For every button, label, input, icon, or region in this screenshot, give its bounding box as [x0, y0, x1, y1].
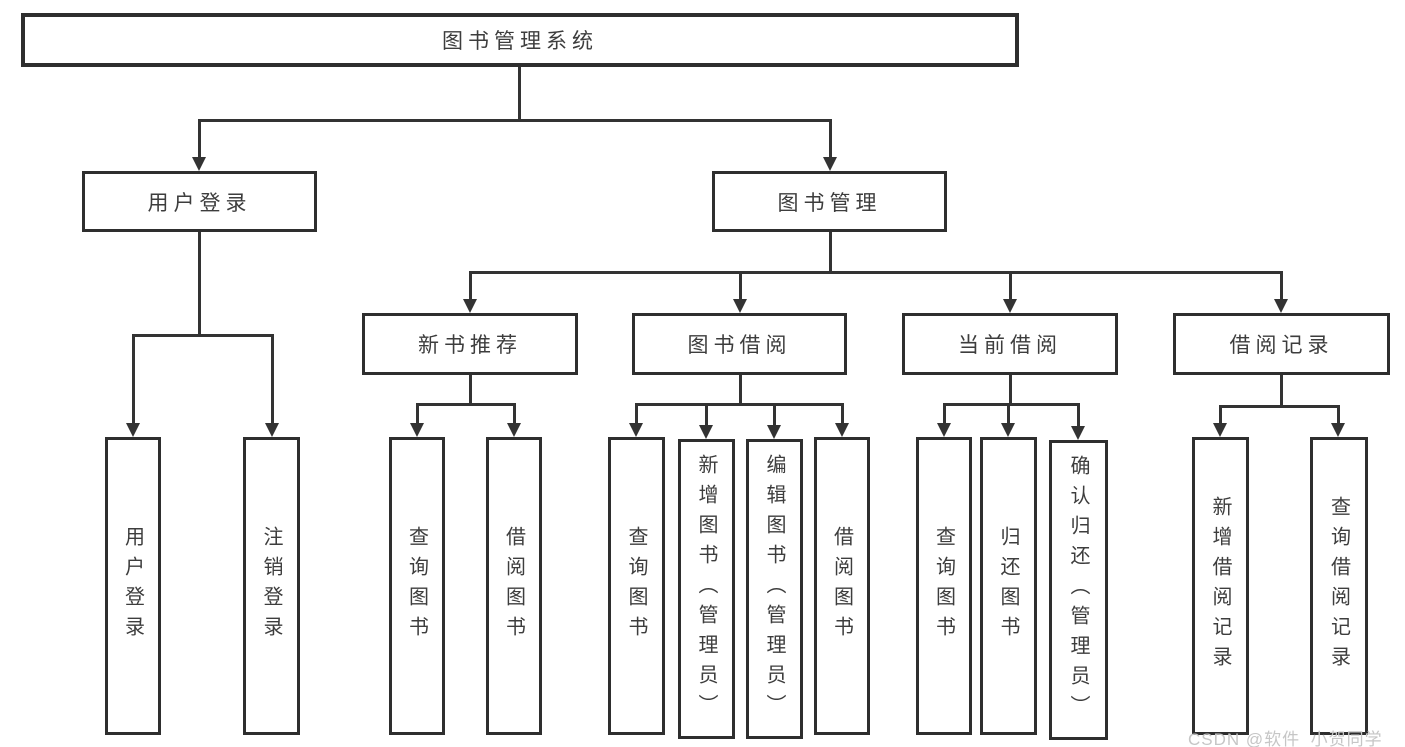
leaf-borrow-books-borrowing: 借阅图书	[814, 437, 870, 735]
connector-line	[1009, 375, 1012, 404]
arrow-down-icon	[937, 423, 951, 437]
node-new-book-recommendation: 新书推荐	[362, 313, 578, 375]
arrow-down-icon	[126, 423, 140, 437]
connector-line	[1007, 403, 1010, 423]
arrow-down-icon	[1274, 299, 1288, 313]
connector-line	[841, 403, 844, 423]
arrow-down-icon	[1213, 423, 1227, 437]
connector-line	[198, 232, 201, 335]
connector-line	[1009, 271, 1012, 299]
arrow-down-icon	[463, 299, 477, 313]
node-book-borrowing: 图书借阅	[632, 313, 847, 375]
leaf-add-book-admin: 新增图书（管理员）	[678, 439, 735, 739]
connector-line	[1219, 405, 1222, 423]
arrow-down-icon	[1003, 299, 1017, 313]
connector-line	[132, 334, 273, 337]
arrow-down-icon	[767, 425, 781, 439]
csdn-watermark: CSDN @软件_小贺同学	[1188, 730, 1383, 747]
connector-line	[416, 403, 419, 423]
arrow-down-icon	[733, 299, 747, 313]
connector-line	[416, 403, 515, 406]
node-current-borrowing: 当前借阅	[902, 313, 1118, 375]
connector-line	[198, 119, 831, 122]
node-book-management: 图书管理	[712, 171, 947, 232]
arrow-down-icon	[1071, 426, 1085, 440]
arrow-down-icon	[265, 423, 279, 437]
leaf-logout: 注销登录	[243, 437, 300, 735]
leaf-confirm-return-admin: 确认归还（管理员）	[1049, 440, 1108, 740]
arrow-down-icon	[629, 423, 643, 437]
arrow-down-icon	[699, 425, 713, 439]
connector-line	[739, 375, 742, 404]
leaf-query-books-current: 查询图书	[916, 437, 972, 735]
arrow-down-icon	[823, 157, 837, 171]
arrow-down-icon	[410, 423, 424, 437]
node-borrowing-records: 借阅记录	[1173, 313, 1390, 375]
connector-line	[829, 232, 832, 273]
arrow-down-icon	[1001, 423, 1015, 437]
connector-line	[943, 403, 946, 423]
connector-line	[635, 403, 638, 423]
connector-line	[469, 271, 472, 299]
arrow-down-icon	[1331, 423, 1345, 437]
connector-line	[132, 334, 135, 423]
arrow-down-icon	[835, 423, 849, 437]
connector-line	[705, 403, 708, 425]
connector-line	[635, 403, 842, 406]
connector-line	[469, 375, 472, 404]
connector-line	[829, 119, 832, 157]
connector-line	[198, 119, 201, 157]
connector-line	[773, 403, 776, 425]
connector-line	[1077, 403, 1080, 426]
leaf-user-login: 用户登录	[105, 437, 161, 735]
node-user-login: 用户登录	[82, 171, 317, 232]
leaf-borrow-books-recommendation: 借阅图书	[486, 437, 542, 735]
connector-line	[1280, 271, 1283, 299]
leaf-return-books: 归还图书	[980, 437, 1037, 735]
leaf-add-borrow-record: 新增借阅记录	[1192, 437, 1249, 735]
arrow-down-icon	[192, 157, 206, 171]
connector-line	[469, 271, 1281, 274]
leaf-query-borrow-record: 查询借阅记录	[1310, 437, 1368, 735]
connector-line	[518, 67, 521, 120]
leaf-edit-book-admin: 编辑图书（管理员）	[746, 439, 803, 739]
node-library-management-system: 图书管理系统	[21, 13, 1019, 67]
leaf-query-books-recommendation: 查询图书	[389, 437, 445, 735]
arrow-down-icon	[507, 423, 521, 437]
connector-line	[1219, 405, 1340, 408]
connector-line	[943, 403, 1079, 406]
connector-line	[739, 271, 742, 299]
leaf-query-books-borrowing: 查询图书	[608, 437, 665, 735]
connector-line	[1337, 405, 1340, 423]
connector-line	[1280, 375, 1283, 406]
connector-line	[271, 334, 274, 423]
connector-line	[513, 403, 516, 423]
